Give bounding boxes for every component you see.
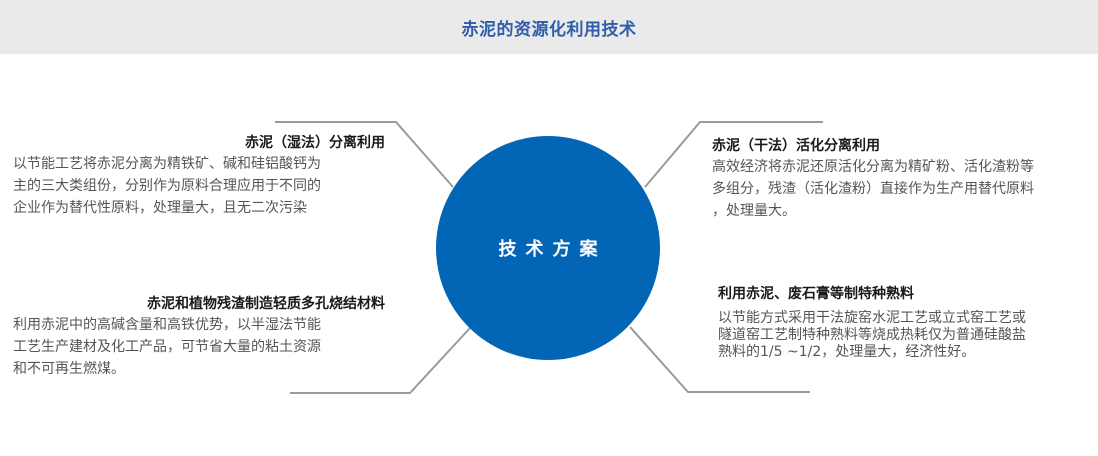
connector-bottom-right [629,326,810,393]
description-line: 企业作为替代性原料，处理量大，且无二次污染 [13,200,307,216]
description-line: 熟料的1/5 ~1/2，处理量大，经济性好。 [718,344,976,360]
description-line: 和不可再生燃煤。 [13,361,125,377]
description-line: 以节能方式采用干法旋窑水泥工艺或立式窑工艺或 [718,310,1026,326]
branch-wet-separation: 赤泥（湿法）分离利用 以节能工艺将赤泥分离为精铁矿、碱和硅铝酸钙为 主的三大类组… [13,133,385,219]
branch-title: 赤泥（干法）活化分离利用 [712,138,880,154]
branch-description: 以节能工艺将赤泥分离为精铁矿、碱和硅铝酸钙为 主的三大类组份，分别作为原料合理应… [13,153,385,219]
description-line: ，处理量大。 [712,203,796,219]
branch-title: 赤泥和植物残渣制造轻质多孔烧结材料 [147,296,385,312]
branch-description: 利用赤泥中的高碱含量和高铁优势，以半湿法节能 工艺生产建材及化工产品，可节省大量… [13,314,385,380]
branch-special-clinker: 利用赤泥、废石膏等制特种熟料 以节能方式采用干法旋窑水泥工艺或立式窑工艺或 隧道… [718,284,1090,361]
branch-dry-activation: 赤泥（干法）活化分离利用 高效经济将赤泥还原活化分离为精矿粉、活化渣粉等 多组分… [712,136,1084,222]
connector-top-left [275,121,454,188]
branch-description: 高效经济将赤泥还原活化分离为精矿粉、活化渣粉等 多组分，残渣（活化渣粉）直接作为… [712,156,1084,222]
connector-top-right [644,121,823,188]
description-line: 主的三大类组份，分别作为原料合理应用于不同的 [13,178,321,194]
description-line: 多组分，残渣（活化渣粉）直接作为生产用替代原料 [712,181,1034,197]
header-banner: 赤泥的资源化利用技术 [0,0,1098,54]
central-hub-circle: 技术方案 [436,136,660,360]
description-line: 高效经济将赤泥还原活化分离为精矿粉、活化渣粉等 [712,159,1034,175]
description-line: 以节能工艺将赤泥分离为精铁矿、碱和硅铝酸钙为 [13,156,321,172]
branch-title: 赤泥（湿法）分离利用 [245,135,385,151]
branch-description: 以节能方式采用干法旋窑水泥工艺或立式窑工艺或 隧道窑工艺制特种熟料等烧成热耗仅为… [718,310,1090,361]
description-line: 工艺生产建材及化工产品，可节省大量的粘土资源 [13,339,321,355]
hub-label: 技术方案 [498,239,607,260]
branch-title: 利用赤泥、废石膏等制特种熟料 [718,286,914,302]
page-title: 赤泥的资源化利用技术 [461,19,637,40]
description-line: 利用赤泥中的高碱含量和高铁优势，以半湿法节能 [13,317,321,333]
branch-porous-sintered-material: 赤泥和植物残渣制造轻质多孔烧结材料 利用赤泥中的高碱含量和高铁优势，以半湿法节能… [13,294,385,380]
connector-bottom-left [290,327,471,394]
description-line: 隧道窑工艺制特种熟料等烧成热耗仅为普通硅酸盐 [718,327,1026,343]
